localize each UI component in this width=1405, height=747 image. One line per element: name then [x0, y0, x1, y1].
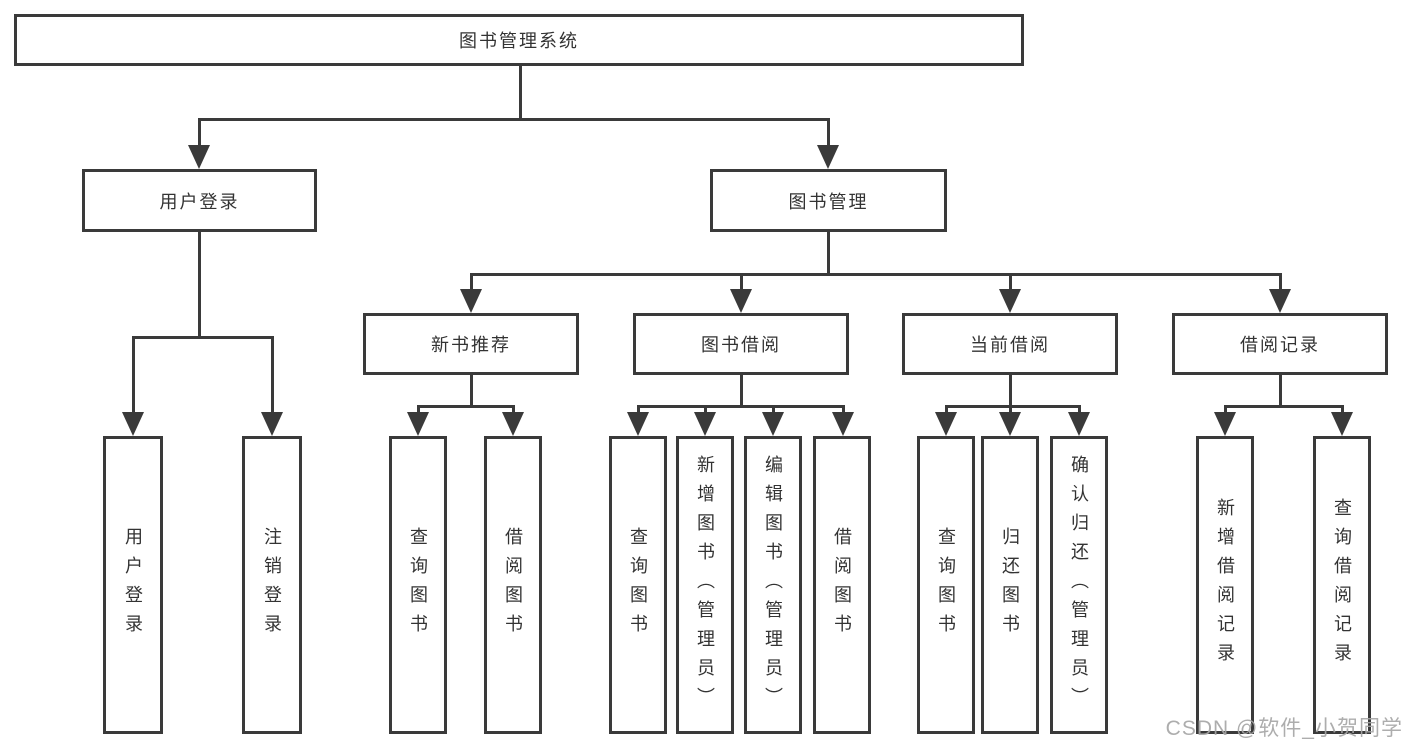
- node-user-login: 用户登录: [82, 169, 317, 232]
- leaf-label: 确认归还（管理员）: [1069, 454, 1089, 716]
- arrowhead-down: [817, 145, 839, 169]
- arrowhead-down: [1331, 412, 1353, 436]
- leaf-return-books: 归还图书: [981, 436, 1039, 734]
- connector-drop-leaf: [1341, 405, 1344, 413]
- connector-stem: [1009, 375, 1012, 405]
- connector-drop-leaf: [1009, 405, 1012, 413]
- leaf-confirm-return-admin: 确认归还（管理员）: [1050, 436, 1108, 734]
- connector-drop-level3: [1009, 273, 1012, 289]
- arrowhead-down: [832, 412, 854, 436]
- arrowhead-down: [122, 412, 144, 436]
- node-book-borrowing-label: 图书借阅: [701, 335, 781, 355]
- leaf-borrow-books-borrowing: 借阅图书: [813, 436, 871, 734]
- connector-drop-leaf: [772, 405, 775, 413]
- connector-drop-leaf: [945, 405, 948, 413]
- leaf-label: 编辑图书（管理员）: [763, 454, 783, 716]
- connector-drop-user-login: [198, 118, 201, 146]
- leaf-query-borrow-record: 查询借阅记录: [1313, 436, 1371, 734]
- arrowhead-down: [1214, 412, 1236, 436]
- leaf-user-login: 用户登录: [103, 436, 163, 734]
- connector-stem: [470, 375, 473, 405]
- leaf-query-books-recommendation: 查询图书: [389, 436, 447, 734]
- leaf-label: 查询图书: [628, 527, 648, 643]
- connector-root-rail: [198, 118, 830, 121]
- connector-drop-level3: [1279, 273, 1282, 289]
- leaf-label: 注销登录: [262, 527, 282, 643]
- leaf-label: 用户登录: [123, 527, 143, 643]
- connector-rail: [417, 405, 515, 408]
- node-current-borrowing: 当前借阅: [902, 313, 1118, 375]
- node-book-management-label: 图书管理: [788, 191, 869, 212]
- node-book-borrowing: 图书借阅: [633, 313, 849, 375]
- leaf-label: 查询图书: [408, 527, 428, 643]
- leaf-label: 新增图书（管理员）: [695, 454, 715, 716]
- leaf-borrow-books-recommendation: 借阅图书: [484, 436, 542, 734]
- arrowhead-down: [762, 412, 784, 436]
- leaf-add-borrow-record: 新增借阅记录: [1196, 436, 1254, 734]
- arrowhead-down: [460, 289, 482, 313]
- node-borrowing-records: 借阅记录: [1172, 313, 1388, 375]
- leaf-label: 归还图书: [1000, 527, 1020, 643]
- arrowhead-down: [1068, 412, 1090, 436]
- leaf-label: 新增借阅记录: [1215, 498, 1235, 672]
- watermark-text: CSDN @软件_小贺同学: [1165, 717, 1403, 740]
- connector-rail: [1224, 405, 1344, 408]
- connector-user-login-stem: [198, 232, 201, 336]
- leaf-query-books-borrowing: 查询图书: [609, 436, 667, 734]
- connector-drop-leaf: [512, 405, 515, 413]
- arrowhead-down: [261, 412, 283, 436]
- connector-drop-leaf: [1078, 405, 1081, 413]
- leaf-query-books-current: 查询图书: [917, 436, 975, 734]
- connector-stem: [1279, 375, 1282, 405]
- node-book-management: 图书管理: [710, 169, 947, 232]
- node-current-borrowing-label: 当前借阅: [970, 335, 1050, 355]
- connector-book-management-stem: [827, 232, 830, 273]
- arrowhead-down: [694, 412, 716, 436]
- arrowhead-down: [627, 412, 649, 436]
- node-new-book-recommendation-label: 新书推荐: [431, 335, 511, 355]
- leaf-label: 借阅图书: [832, 527, 852, 643]
- connector-drop-leaf: [1224, 405, 1227, 413]
- arrowhead-down: [999, 412, 1021, 436]
- arrowhead-down: [999, 289, 1021, 313]
- connector-drop-leaf: [417, 405, 420, 413]
- leaf-add-book-admin: 新增图书（管理员）: [676, 436, 734, 734]
- node-new-book-recommendation: 新书推荐: [363, 313, 579, 375]
- arrowhead-down: [502, 412, 524, 436]
- leaf-edit-book-admin: 编辑图书（管理员）: [744, 436, 802, 734]
- arrowhead-down: [730, 289, 752, 313]
- arrowhead-down: [188, 145, 210, 169]
- node-user-login-label: 用户登录: [159, 191, 240, 212]
- connector-drop-leaf: [132, 336, 135, 412]
- connector-user-login-rail: [132, 336, 274, 339]
- leaf-label: 借阅图书: [503, 527, 523, 643]
- leaf-label: 查询借阅记录: [1332, 498, 1352, 672]
- connector-drop-leaf: [842, 405, 845, 413]
- connector-drop-leaf: [704, 405, 707, 413]
- leaf-logout: 注销登录: [242, 436, 302, 734]
- connector-drop-leaf: [637, 405, 640, 413]
- node-borrowing-records-label: 借阅记录: [1240, 335, 1320, 355]
- connector-drop-level3: [470, 273, 473, 289]
- connector-drop-leaf: [271, 336, 274, 412]
- arrowhead-down: [935, 412, 957, 436]
- connector-drop-level3: [740, 273, 743, 289]
- arrowhead-down: [1269, 289, 1291, 313]
- connector-drop-book-management: [827, 118, 830, 146]
- node-root: 图书管理系统: [14, 14, 1024, 66]
- connector-stem: [740, 375, 743, 405]
- connector-rail: [945, 405, 1081, 408]
- connector-rail: [637, 405, 845, 408]
- connector-root-stem: [519, 66, 522, 118]
- node-root-label: 图书管理系统: [459, 31, 579, 51]
- connector-book-management-rail: [470, 273, 1282, 276]
- arrowhead-down: [407, 412, 429, 436]
- leaf-label: 查询图书: [936, 527, 956, 643]
